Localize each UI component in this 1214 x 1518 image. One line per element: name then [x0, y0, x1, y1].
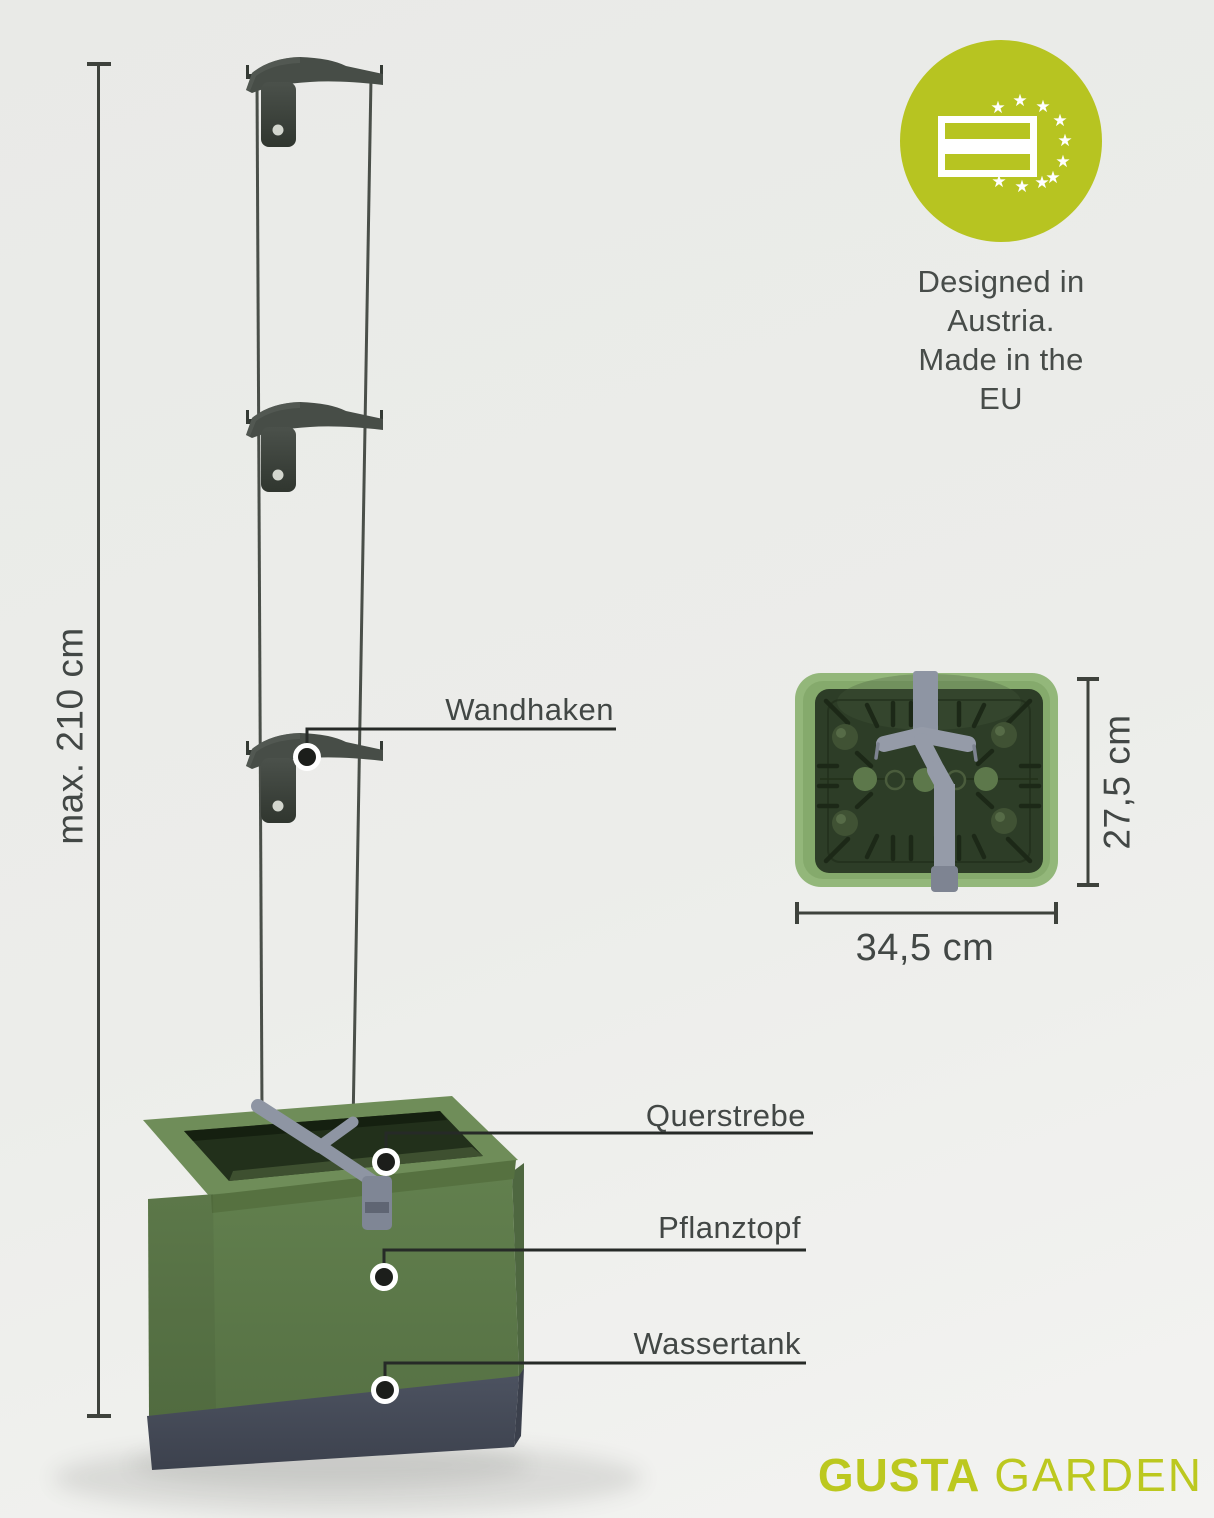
badge-caption: Designed in Austria. Made in the EU	[895, 262, 1108, 418]
height-dimension-line	[87, 62, 111, 1418]
eu-badge: ★ ★ ★ ★ ★ ★ ★ ★ ★ ★	[900, 40, 1102, 242]
callout-label-querstrebe: Querstrebe	[645, 1098, 806, 1133]
height-dimension-label: max. 210 cm	[49, 627, 91, 845]
width-dimension-line	[795, 902, 1058, 924]
eu-star-icon: ★	[1014, 177, 1029, 197]
eu-star-icon: ★	[1035, 97, 1050, 117]
foot-bumps	[832, 722, 1017, 836]
wall-bracket-top	[246, 57, 383, 147]
top-view-planter	[795, 671, 1099, 924]
callout-dot-querstrebe	[372, 1148, 400, 1176]
callout-dot-pflanztopf	[370, 1263, 398, 1291]
depth-dimension-label: 27,5 cm	[1096, 714, 1138, 850]
callout-dots	[293, 743, 400, 1404]
pot-front-face	[148, 1172, 519, 1417]
brand-logo-part2: GARDEN	[994, 1449, 1203, 1501]
wall-bracket-middle	[246, 402, 383, 492]
eu-star-icon: ★	[1057, 131, 1072, 151]
austria-flag-icon	[938, 116, 1037, 177]
eu-star-icon: ★	[1055, 152, 1070, 172]
badge-caption-line2: Made in the EU	[918, 342, 1084, 416]
planter-pot	[143, 1096, 524, 1470]
eu-star-icon: ★	[990, 98, 1005, 118]
eu-star-icon: ★	[1012, 91, 1027, 111]
depth-dimension-line	[1077, 677, 1099, 887]
callout-dot-wassertank	[371, 1376, 399, 1404]
top-view-cross-strut	[874, 671, 978, 892]
cross-strut	[251, 1099, 392, 1230]
eu-star-icon: ★	[1034, 173, 1049, 193]
trellis-wires	[255, 77, 373, 1127]
drain-circles	[853, 767, 998, 792]
callout-label-pflanztopf: Pflanztopf	[658, 1210, 801, 1245]
eu-star-icon: ★	[1045, 168, 1060, 188]
eu-star-icon: ★	[1052, 111, 1067, 131]
water-tank	[147, 1376, 519, 1470]
badge-caption-line1: Designed in Austria.	[917, 264, 1085, 338]
callout-label-wandhaken: Wandhaken	[445, 692, 614, 727]
brand-logo: GUSTA GARDEN	[818, 1452, 1203, 1498]
callout-dot-wandhaken	[293, 743, 321, 771]
callout-label-wassertank: Wassertank	[633, 1326, 801, 1361]
eu-star-icon: ★	[991, 172, 1006, 192]
brand-logo-part1: GUSTA	[817, 1449, 981, 1501]
eu-stars: ★ ★ ★ ★ ★ ★ ★ ★ ★ ★	[990, 91, 1072, 197]
width-dimension-label: 34,5 cm	[855, 927, 995, 969]
